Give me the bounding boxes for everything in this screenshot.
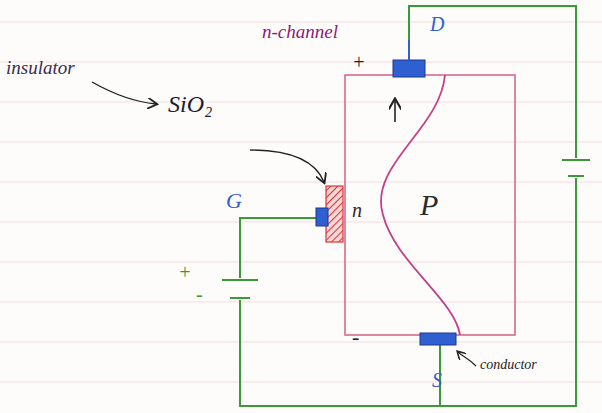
polarity-sign: + [352, 52, 366, 72]
current-arrow [394, 100, 396, 122]
leader-line [92, 82, 156, 104]
leader-line [250, 150, 324, 182]
channel-label: n-channel [262, 22, 338, 41]
circuit-wire [240, 6, 576, 406]
region-label: n [352, 200, 362, 220]
terminal-label: D [430, 14, 444, 34]
region-label: P [420, 190, 438, 220]
terminal-label: G [226, 190, 242, 212]
channel-boundary [381, 75, 460, 335]
source-contact [420, 333, 456, 345]
callout-text: conductor [480, 358, 537, 372]
substrate-outline [345, 75, 515, 335]
gate-contact [316, 208, 328, 226]
battery-symbol [222, 160, 590, 298]
drain-contact [393, 60, 425, 77]
oxide-layer [326, 186, 343, 242]
polarity-sign: - [352, 326, 359, 348]
polarity-sign: + [178, 262, 192, 282]
terminal-label: S [432, 370, 442, 390]
leader-line [458, 352, 476, 366]
material-label: SiO₂ [168, 92, 212, 116]
polarity-sign: - [196, 284, 203, 304]
callout-text: insulator [6, 58, 75, 77]
paper-lines [0, 22, 602, 382]
